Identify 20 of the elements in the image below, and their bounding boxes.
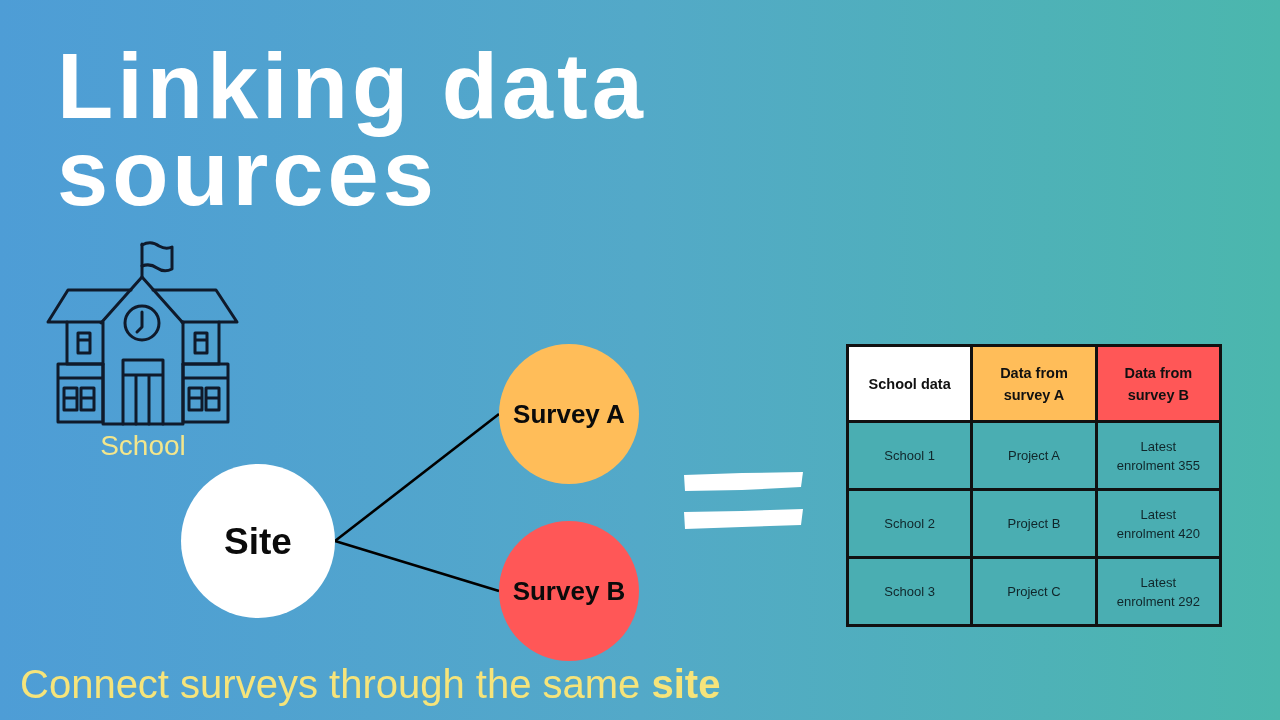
- table-cell: School 2: [849, 491, 971, 556]
- caption: Connect surveys through the same site: [20, 661, 721, 708]
- node-label: Survey A: [513, 399, 625, 429]
- column-header: School data: [849, 347, 971, 420]
- table-cell: School 1: [849, 423, 971, 488]
- node-label: Site: [224, 519, 292, 563]
- icon-label: School: [99, 429, 187, 463]
- title: Linking data sources: [57, 43, 648, 217]
- connector-line: [334, 539, 500, 593]
- node-label: Survey B: [512, 576, 626, 606]
- connector-line: [334, 412, 500, 543]
- table-cell: Project A: [973, 423, 1095, 488]
- column-header: Data from survey A: [973, 347, 1095, 420]
- table-cell: Latest enrolment 420: [1097, 491, 1219, 556]
- table-cell: Project C: [973, 559, 1095, 624]
- table-cell: Project B: [973, 491, 1095, 556]
- table-cell: Latest enrolment 355: [1097, 423, 1219, 488]
- table-cell: Latest enrolment 292: [1097, 559, 1219, 624]
- table-cell: School 3: [849, 559, 971, 624]
- column-header: Data from survey B: [1097, 347, 1219, 420]
